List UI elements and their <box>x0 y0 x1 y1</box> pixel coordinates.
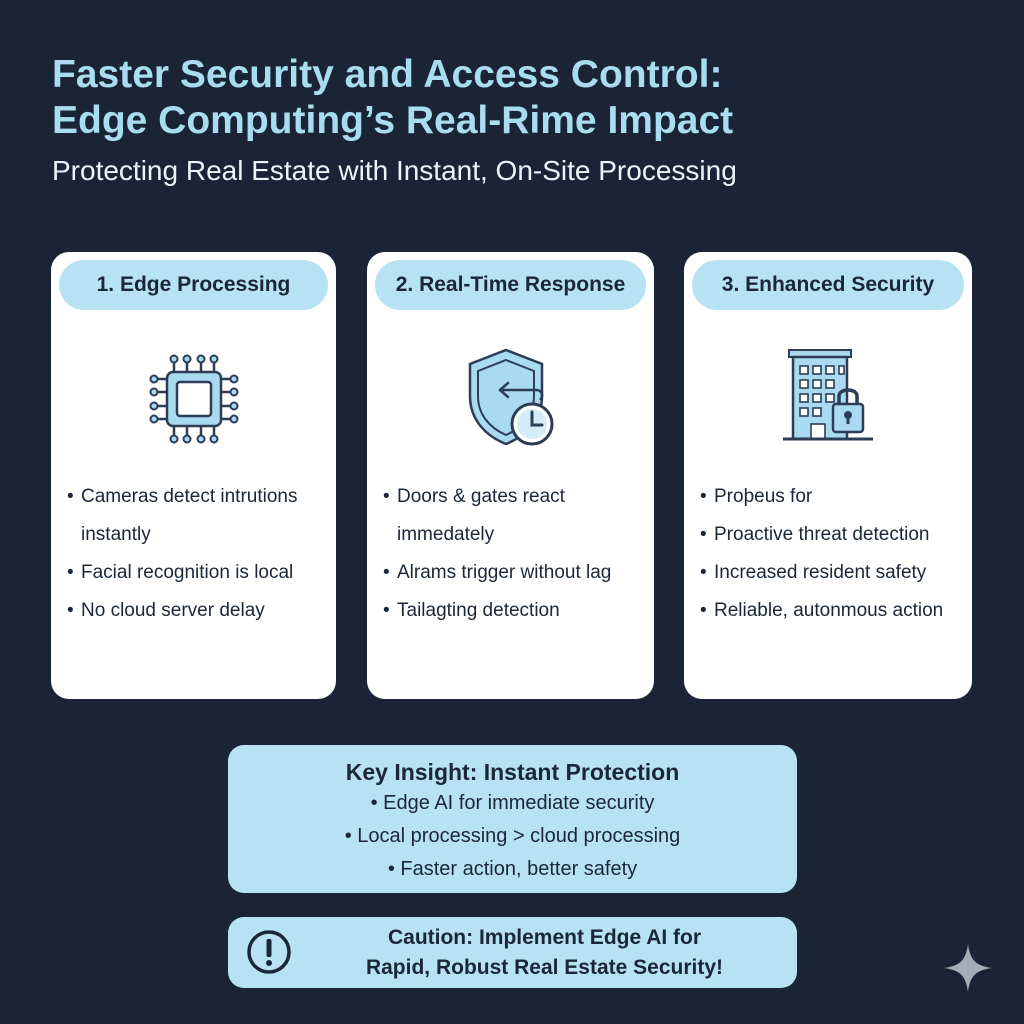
list-item: Alrams trigger without lag <box>383 554 646 592</box>
key-insight-box: Key Insight: Instant Protection • Edge A… <box>228 745 797 893</box>
title-line-2: Edge Computing’s Real-Rime Impact <box>52 99 734 142</box>
list-item: • Edge AI for immediate security <box>370 792 655 814</box>
caution-line-1: Caution: Implement Edge AI for <box>387 926 702 949</box>
card-title: 2. Real-Time Response <box>375 260 646 310</box>
list-item: Proactive threat detection <box>700 516 964 554</box>
list-item: Doors & gates react immedately <box>383 478 646 554</box>
card-bullet-list: Doors & gates react immedately Alrams tr… <box>383 478 646 630</box>
exclamation-circle-icon <box>247 930 291 974</box>
key-insight-title: Key Insight: Instant Protection <box>345 759 680 785</box>
list-item: Tailagting detection <box>383 592 646 630</box>
sparkle-icon <box>944 944 992 992</box>
caution-box: Caution: Implement Edge AI for Rapid, Ro… <box>228 917 797 988</box>
list-item: Reliable, autonmous action <box>700 592 964 630</box>
building-lock-icon <box>783 349 873 441</box>
card-bullet-list: Cameras detect intrutions instantly Faci… <box>67 478 328 630</box>
card-edge-processing: 1. Edge Processing Cameras detect intrut… <box>51 252 336 699</box>
list-item: No cloud server delay <box>67 592 328 630</box>
list-item: Facial recognition is local <box>67 554 328 592</box>
card-enhanced-security: 3. Enhanced Security Proþeus for Proacti… <box>684 252 972 699</box>
list-item: • Faster action, better safety <box>387 858 638 880</box>
page-title: Faster Security and Access Control: Edge… <box>52 52 992 144</box>
page-subtitle: Protecting Real Estate with Instant, On-… <box>52 155 737 186</box>
title-line-1: Faster Security and Access Control: <box>52 53 723 96</box>
card-title: 3. Enhanced Security <box>692 260 964 310</box>
list-item: • Local processing > cloud processing <box>344 825 681 847</box>
shield-clock-icon <box>468 348 553 446</box>
caution-line-2: Rapid, Robust Real Estate Security! <box>365 956 724 979</box>
card-bullet-list: Proþeus for Proactive threat detection I… <box>700 478 964 630</box>
card-real-time-response: 2. Real-Time Response Doors & gates reac… <box>367 252 654 699</box>
list-item: Cameras detect intrutions instantly <box>67 478 328 554</box>
card-title: 1. Edge Processing <box>59 260 328 310</box>
list-item: Proþeus for <box>700 478 964 516</box>
list-item: Increased resident safety <box>700 554 964 592</box>
cpu-chip-icon <box>149 354 238 444</box>
